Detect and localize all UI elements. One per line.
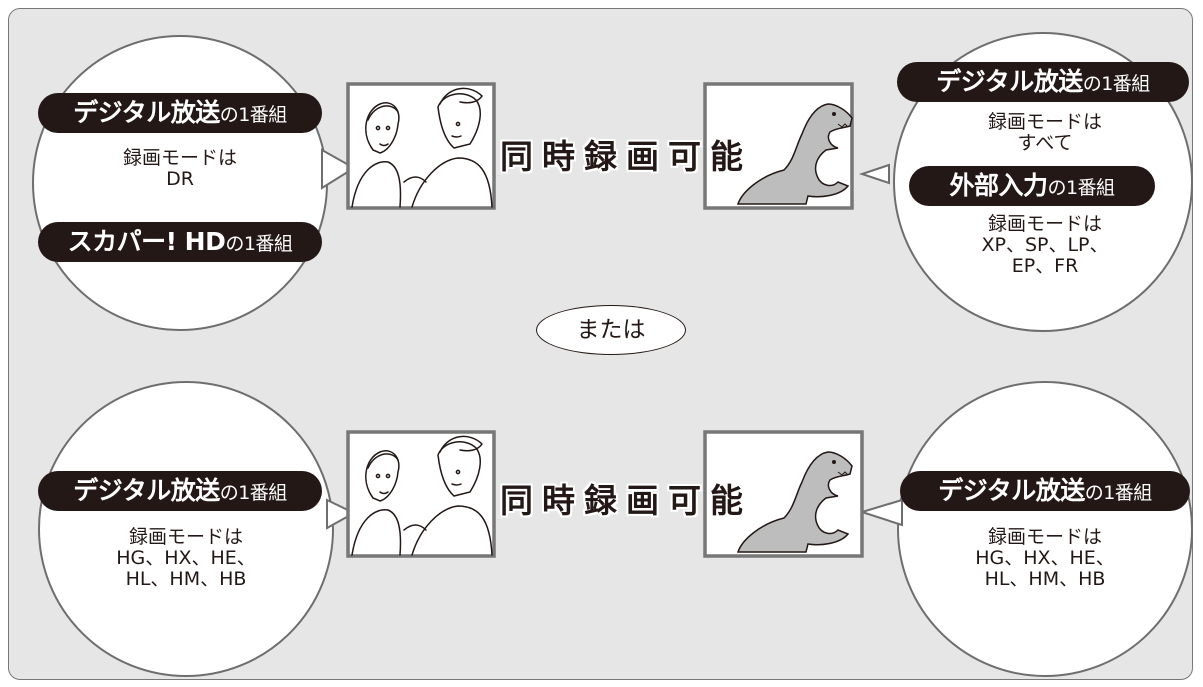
pill-main: 外部入力 — [949, 171, 1048, 200]
recording-mode-text: 録画モードは DR — [122, 147, 237, 190]
external-input-label: 外部入力の1番組 — [909, 166, 1155, 206]
callout-circle-bottom-right — [897, 381, 1193, 677]
simultaneous-recording-title-top: 同時録画可能 — [500, 137, 752, 176]
pill-suffix: の1番組 — [219, 104, 288, 126]
pill-main: デジタル放送 — [936, 67, 1083, 96]
recording-mode-text: 録画モードは HG、HX、HE、 HL、HM、HB — [116, 526, 256, 590]
recording-mode-text: 録画モードは すべて — [987, 111, 1102, 154]
digital-broadcast-label: デジタル放送の1番組 — [38, 471, 322, 511]
callout-circle-bottom-left — [38, 381, 334, 677]
pill-main: デジタル放送 — [938, 476, 1085, 505]
recording-mode-text: 録画モードは HG、HX、HE、 HL、HM、HB — [975, 526, 1115, 590]
tv-screen-people-top — [346, 82, 496, 210]
digital-broadcast-label: デジタル放送の1番組 — [38, 93, 322, 133]
pill-main: スカパー! HD — [67, 227, 226, 256]
recording-mode-text: 録画モードは XP、SP、LP、 EP、FR — [981, 213, 1109, 277]
or-separator: または — [536, 305, 686, 355]
pill-main: デジタル放送 — [73, 98, 220, 127]
callout-circle-top-left — [32, 35, 328, 331]
pill-main: デジタル放送 — [73, 476, 220, 505]
pill-suffix: の1番組 — [1082, 73, 1151, 95]
tv-screen-dinosaur-bottom — [703, 430, 864, 558]
pill-suffix: の1番組 — [1047, 177, 1115, 199]
digital-broadcast-label: デジタル放送の1番組 — [897, 62, 1189, 102]
pill-suffix: の1番組 — [219, 482, 288, 504]
pill-suffix: の1番組 — [1084, 482, 1153, 504]
simultaneous-recording-title-bottom: 同時録画可能 — [500, 481, 752, 520]
tv-screen-people-bottom — [346, 430, 496, 558]
tv-screen-dinosaur-top — [703, 82, 854, 210]
skyperfect-hd-label: スカパー! HDの1番組 — [38, 222, 322, 262]
digital-broadcast-label: デジタル放送の1番組 — [900, 471, 1190, 511]
pill-suffix: の1番組 — [225, 233, 293, 255]
